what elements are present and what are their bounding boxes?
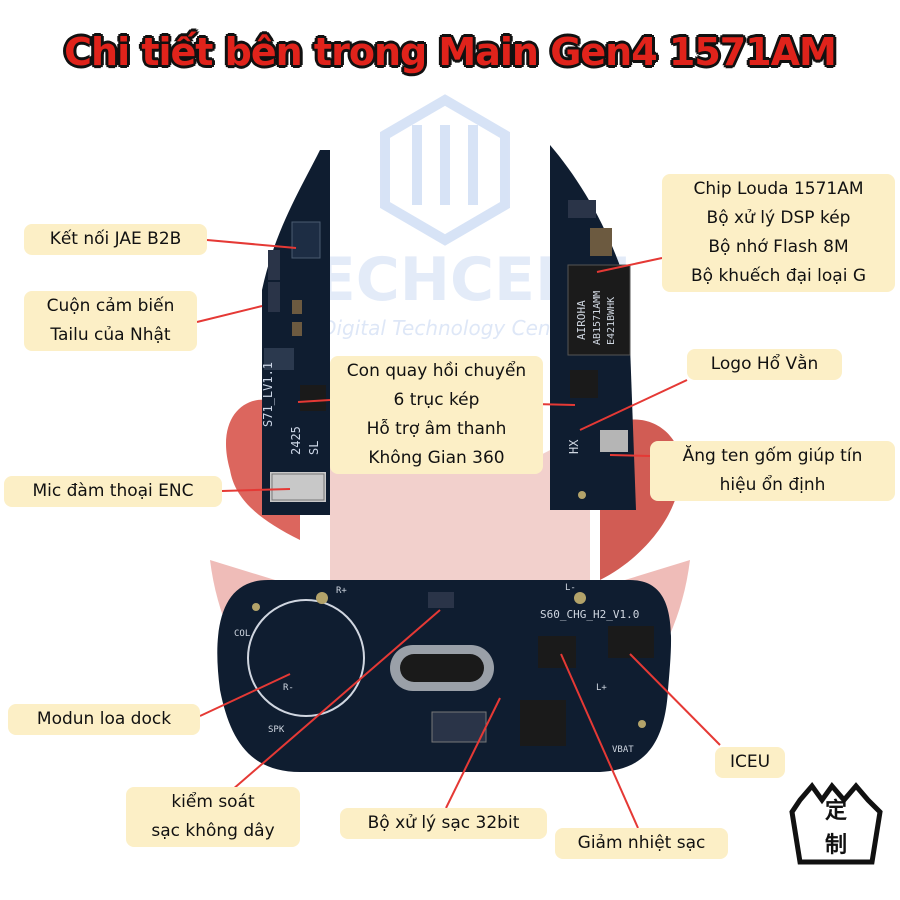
label-gyro-line-2: 6 trục kép (393, 390, 480, 410)
pointer-charger (445, 697, 501, 809)
label-charge-cooling: Giảm nhiệt sạc (555, 828, 728, 859)
left-mark-3: SL (307, 441, 321, 455)
bottom-pcb: S60_CHG_H2_V1.0 R+ L- R- L+ SPK COL VBAT (217, 580, 672, 772)
label-wireless-line-1: kiểm soát (171, 792, 255, 812)
watermark-logo-icon (380, 94, 510, 246)
pointer-inductor (196, 305, 263, 323)
label-charge-processor: Bộ xử lý sạc 32bit (340, 808, 547, 839)
pointer-chip (596, 257, 663, 273)
left-mark-1: S71_LV1.1 (261, 362, 275, 427)
label-inductor: Cuộn cảm biến Tailu của Nhật (24, 291, 197, 351)
label-chip-line-4: Bộ khuếch đại loại G (690, 266, 867, 286)
label-cooling-text: Giảm nhiệt sạc (577, 833, 706, 853)
label-wireless-charging: kiểm soát sạc không dây (126, 787, 300, 847)
mark-r-plus: R+ (336, 586, 347, 596)
label-charger-text: Bộ xử lý sạc 32bit (367, 813, 520, 833)
label-tiger-logo: Logo Hổ Vằn (687, 349, 842, 380)
watermark-tagline: Digital Technology Center (321, 316, 581, 340)
pointer-mic (221, 488, 291, 492)
right-pcb: AIROHA AB1571AMM E421BWHK HX (550, 145, 636, 510)
left-mark-2: 2425 (289, 426, 303, 455)
board-mark: S60_CHG_H2_V1.0 (540, 608, 639, 621)
pointer-jae (206, 239, 297, 249)
label-speaker-text: Modun loa dock (36, 709, 172, 729)
label-gyro-line-4: Không Gian 360 (368, 448, 505, 468)
stamp-char-1: 定 (825, 798, 847, 824)
label-speaker-module: Modun loa dock (8, 704, 200, 735)
label-gyro-line-1: Con quay hồi chuyển (346, 361, 527, 381)
label-iceu-text: ICEU (729, 752, 771, 772)
label-chip-line-2: Bộ xử lý DSP kép (706, 208, 851, 228)
left-pcb: S71_LV1.1 2425 SL (261, 150, 330, 515)
label-antenna-line-1: Ăng ten gốm giúp tín (682, 446, 863, 466)
pointer-wireless (231, 609, 441, 791)
mark-spk: SPK (268, 725, 285, 735)
pointer-iceu (629, 653, 721, 746)
chip-mark-4: HX (567, 439, 581, 454)
pointer-logo (579, 379, 688, 431)
stamp-char-2: 制 (825, 833, 847, 858)
mark-l-minus: L- (565, 583, 576, 593)
chip-mark-1: AIROHA (575, 300, 588, 340)
label-inductor-line-2: Tailu của Nhật (50, 325, 171, 345)
label-logo-text: Logo Hổ Vằn (710, 354, 819, 374)
mark-col: COL (234, 629, 250, 639)
label-jae-connector: Kết nối JAE B2B (24, 224, 207, 255)
label-chip: Chip Louda 1571AM Bộ xử lý DSP kép Bộ nh… (662, 174, 895, 292)
label-chip-line-3: Bộ nhớ Flash 8M (708, 237, 849, 257)
label-antenna: Ăng ten gốm giúp tín hiệu ổn định (650, 441, 895, 501)
label-gyroscope: Con quay hồi chuyển 6 trục kép Hỗ trợ âm… (330, 356, 543, 474)
label-chip-line-1: Chip Louda 1571AM (693, 179, 864, 199)
stamp-logo: 定 制 (789, 781, 883, 865)
chip-mark-3: E421BWHK (606, 297, 617, 345)
page-title: Chi tiết bên trong Main Gen4 1571AM (64, 30, 837, 74)
pointer-antenna (609, 454, 651, 457)
pointer-speaker (199, 673, 291, 717)
mark-r-minus: R- (283, 683, 294, 693)
label-jae-text: Kết nối JAE B2B (49, 229, 182, 249)
mark-l-plus: L+ (596, 683, 607, 693)
label-inductor-line-1: Cuộn cảm biến (46, 296, 175, 316)
label-wireless-line-2: sạc không dây (151, 821, 275, 841)
mark-vbat: VBAT (612, 745, 634, 755)
label-gyro-line-3: Hỗ trợ âm thanh (366, 419, 507, 439)
label-mic-text: Mic đàm thoại ENC (32, 481, 194, 501)
label-antenna-line-2: hiệu ổn định (719, 475, 826, 495)
label-mic: Mic đàm thoại ENC (4, 476, 222, 507)
label-iceu: ICEU (715, 747, 785, 778)
pointer-gyro-left (297, 399, 331, 403)
pointer-cooling (560, 653, 639, 829)
chip-mark-2: AB1571AMM (592, 291, 603, 345)
